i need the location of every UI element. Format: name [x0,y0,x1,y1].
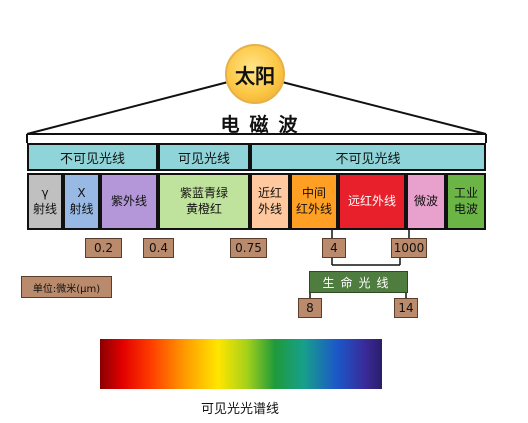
cell-microwave: 微波 [406,173,446,230]
sun-circle: 太阳 [225,44,285,104]
life-min-label: 8 [298,298,322,318]
band-invisible-left: 不可见光线 [27,143,158,171]
cell-ultraviolet: 紫外线 [100,173,158,230]
life-rays-label: 生命光线 [309,271,408,293]
cell-gamma-ray: γ 射线 [27,173,63,230]
band-invisible-right: 不可见光线 [250,143,486,171]
unit-label: 单位:微米(μm) [21,276,112,298]
life-max-label: 14 [394,298,418,318]
cell-near-infrared: 近红 外线 [250,173,290,230]
cell-far-infrared: 远红外线 [338,173,406,230]
visible-spectrum-bar [100,339,382,389]
sun-label: 太阳 [235,63,275,88]
tick-label: 0.75 [230,238,267,258]
diagram-title: 电磁波 [220,114,308,136]
cell-industrial-wave: 工业 电波 [446,173,486,230]
cell-mid-infrared: 中间 红外线 [290,173,338,230]
spectrum-caption: 可见光光谱线 [200,402,279,417]
cell-x-ray: X 射线 [63,173,100,230]
cell-visible-colors: 紫蓝青绿 黄橙红 [158,173,250,230]
tick-label: 0.2 [85,238,122,258]
tick-label: 4 [322,238,346,258]
tick-label: 0.4 [143,238,174,258]
tick-label: 1000 [391,238,427,258]
band-visible: 可见光线 [158,143,250,171]
